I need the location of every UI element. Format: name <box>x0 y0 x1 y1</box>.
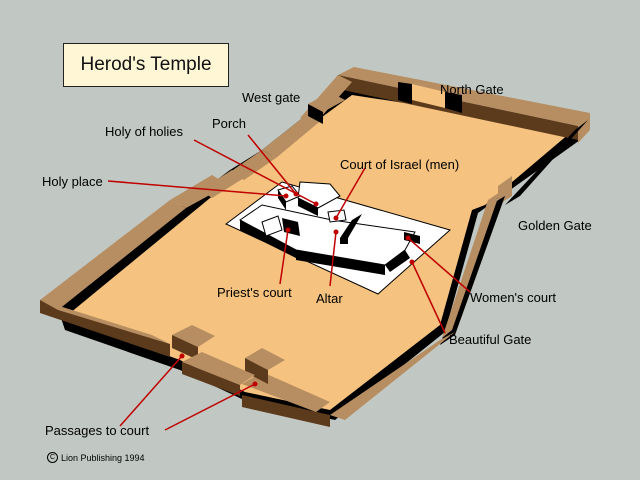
label-holy-of-holies: Holy of holies <box>105 124 184 139</box>
label-golden-gate: Golden Gate <box>518 218 592 233</box>
north-gate-tower-left <box>398 82 412 104</box>
passage-tower-2-front <box>245 358 268 384</box>
inner-court-front <box>296 250 385 275</box>
dot-passage-2 <box>252 381 258 387</box>
copyright: C Lion Publishing 1994 <box>47 452 145 463</box>
north-gate-gap <box>412 84 445 108</box>
pointer-court-israel <box>335 167 366 219</box>
south-wall-top <box>330 332 455 420</box>
dot-altar <box>333 229 339 235</box>
temple-building-front <box>298 198 318 216</box>
dot-passage-1 <box>179 353 185 359</box>
gate-block-women <box>404 232 420 244</box>
label-holy-place: Holy place <box>42 174 103 189</box>
priests-court-block <box>261 215 283 237</box>
west-gate-block-front <box>308 104 323 124</box>
pointer-passage-2 <box>164 383 256 431</box>
passage-tower-1 <box>172 325 215 347</box>
east-wall-mid <box>498 176 512 205</box>
copyright-text: Lion Publishing 1994 <box>61 452 145 463</box>
west-wall-steps-3 <box>230 150 276 180</box>
south-wall-top-left <box>242 372 330 412</box>
label-porch: Porch <box>212 116 246 131</box>
altar <box>340 214 362 238</box>
pointer-holy-place <box>107 180 287 197</box>
west-wall-top <box>40 200 186 310</box>
west-wall-upper <box>262 112 324 158</box>
pointer-beautiful-gate <box>411 261 446 334</box>
dot-holy-of-holies <box>313 201 319 207</box>
south-wall-mid-front <box>182 362 240 396</box>
altar-base <box>340 238 348 244</box>
inner-court-left <box>240 220 296 258</box>
west-wall-steps-2 <box>200 170 244 198</box>
copyright-icon: C <box>47 452 58 463</box>
label-altar: Altar <box>316 291 343 306</box>
south-wall-mid-top <box>182 352 255 385</box>
label-beautiful-gate: Beautiful Gate <box>449 332 532 347</box>
east-wall-top <box>578 113 590 143</box>
pointer-porch <box>247 134 297 195</box>
label-passages-to-court: Passages to court <box>45 423 150 438</box>
label-court-of-israel: Court of Israel (men) <box>340 157 460 172</box>
label-west-gate: West gate <box>242 90 301 105</box>
pointer-passage-1 <box>119 355 183 427</box>
west-gate-block <box>308 92 345 112</box>
pointer-altar <box>329 231 337 287</box>
dot-beautiful-gate <box>409 259 415 265</box>
north-gate-tower-right <box>445 92 462 113</box>
pointer-priests-court <box>279 229 289 285</box>
diagram-title: Herod's Temple <box>63 43 229 87</box>
dot-holy-place <box>283 193 289 199</box>
label-priests-court: Priest's court <box>217 285 292 300</box>
north-wall-top <box>338 67 590 126</box>
passage-tower-2 <box>245 348 285 370</box>
west-wall-top-strip <box>40 300 170 344</box>
label-womens-court: Women's court <box>470 290 557 305</box>
east-wall-lower-top <box>442 192 500 338</box>
dot-porch <box>293 191 299 197</box>
south-wall-front <box>242 395 330 427</box>
dot-court-israel <box>333 215 339 221</box>
womens-court-wall <box>385 250 410 272</box>
east-wall-side <box>505 120 588 205</box>
dot-priests-court <box>285 227 291 233</box>
dot-womens-court <box>405 235 411 241</box>
passage-tower-1-front <box>172 335 198 360</box>
label-north-gate: North Gate <box>440 82 504 97</box>
pointer-womens-court <box>407 237 471 293</box>
